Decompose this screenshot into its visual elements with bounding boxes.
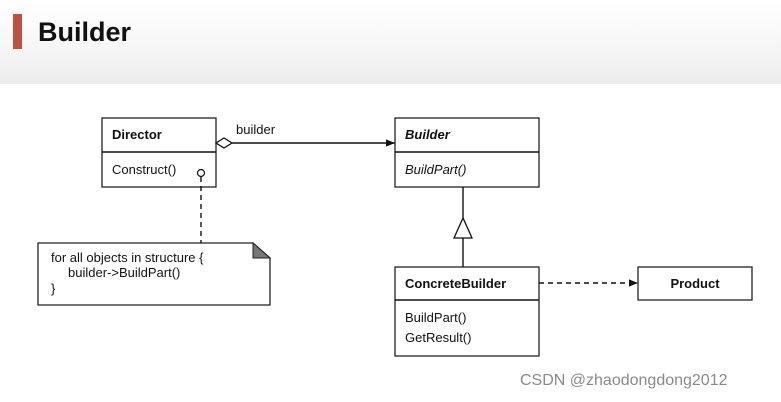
note-box xyxy=(37,242,271,306)
concrete-builder-class: ConcreteBuilder BuildPart() GetResult() xyxy=(394,266,540,357)
csdn-watermark: CSDN @zhaodongdong2012 xyxy=(520,372,728,389)
director-method: Construct() xyxy=(112,162,176,177)
association-label: builder xyxy=(236,122,276,137)
builder-name: Builder xyxy=(405,127,451,142)
note-link xyxy=(196,168,206,243)
director-name: Director xyxy=(112,127,162,142)
note: for all objects in structure { builder->… xyxy=(37,241,272,306)
concrete-builder-box xyxy=(394,266,540,357)
note-line-3: } xyxy=(51,281,56,296)
generalization-arrow xyxy=(452,187,474,267)
header-band xyxy=(0,0,781,84)
director-class: Director Construct() xyxy=(101,117,217,188)
concrete-builder-method-buildpart: BuildPart() xyxy=(405,310,466,325)
title-accent-bar xyxy=(13,14,22,49)
concrete-builder-name: ConcreteBuilder xyxy=(405,276,506,291)
note-line-2: builder->BuildPart() xyxy=(68,265,180,280)
product-class: Product xyxy=(637,266,753,301)
product-box xyxy=(637,266,753,301)
generalization-triangle xyxy=(452,216,474,239)
aggregation-diamond xyxy=(214,137,234,149)
slide-title: Builder xyxy=(38,17,132,47)
aggregation-association: builder xyxy=(214,122,395,149)
note-line-1: for all objects in structure { xyxy=(51,250,204,265)
builder-method: BuildPart() xyxy=(405,162,466,177)
note-anchor-circle xyxy=(196,168,206,178)
product-name: Product xyxy=(670,276,720,291)
builder-class: Builder BuildPart() xyxy=(394,117,540,188)
note-folded-corner xyxy=(252,241,272,259)
concrete-builder-method-getresult: GetResult() xyxy=(405,330,471,345)
